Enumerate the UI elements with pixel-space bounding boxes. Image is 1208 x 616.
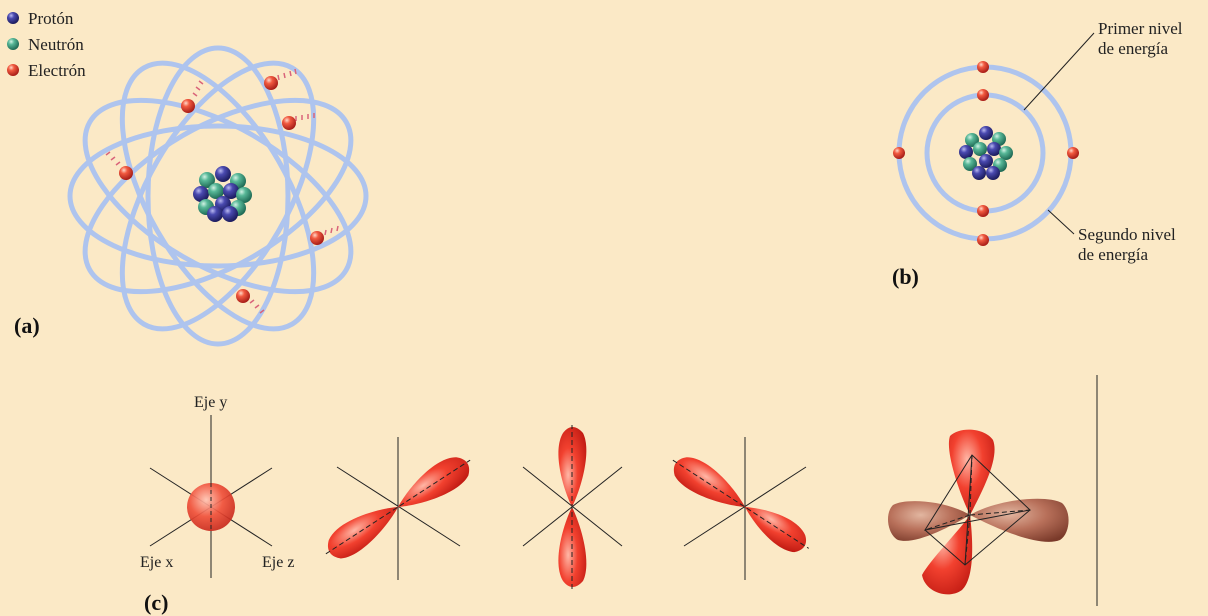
p-lobe-negative	[327, 507, 398, 559]
first-level-pointer	[1023, 32, 1095, 111]
electron	[977, 89, 989, 101]
electron	[1067, 147, 1079, 159]
electron	[236, 289, 265, 314]
orbit-2	[82, 97, 354, 295]
panel-c-orbitals: Eje y Eje x Eje z	[140, 375, 1098, 615]
first-level-label-line2: de energía	[1098, 39, 1168, 58]
nucleus-b	[959, 126, 1013, 180]
electron	[282, 113, 315, 130]
proton	[222, 206, 238, 222]
p-lobe-positive	[745, 507, 807, 553]
p-lobe-positive	[398, 457, 470, 507]
second-level-pointer	[1047, 209, 1075, 235]
panel-b-bohr-model: Primer nivel de energía Segundo nivel de…	[892, 19, 1183, 289]
neutron	[999, 146, 1013, 160]
p-orbital-x	[325, 437, 471, 580]
s-orbital: Eje y Eje x Eje z	[140, 394, 294, 578]
proton	[959, 145, 973, 159]
neutron	[965, 133, 979, 147]
panel-c-label: (c)	[144, 590, 168, 615]
proton	[223, 183, 239, 199]
z-axis-label: Eje z	[262, 554, 294, 571]
electron	[977, 234, 989, 246]
legend-electron-label: Electrón	[28, 61, 86, 80]
neutron	[236, 187, 252, 203]
orbit-6	[82, 97, 354, 295]
neutron	[199, 172, 215, 188]
proton	[979, 126, 993, 140]
orbit-5	[119, 60, 317, 332]
sp3-hybrid-orbitals	[887, 429, 1069, 595]
neutron	[963, 157, 977, 171]
first-level-label-line1: Primer nivel	[1098, 19, 1183, 38]
p-orbital-z	[672, 437, 810, 580]
legend-neutron: Neutrón	[7, 35, 84, 54]
x-axis-label: Eje x	[140, 554, 173, 571]
panel-b-label: (b)	[892, 264, 919, 289]
second-level-label-line2: de energía	[1078, 245, 1148, 264]
proton	[987, 142, 1001, 156]
proton	[979, 154, 993, 168]
electron	[181, 80, 204, 113]
electron	[105, 151, 133, 180]
p-orbital-y	[522, 425, 623, 589]
panel-a-label: (a)	[14, 313, 40, 338]
proton-swatch	[7, 12, 19, 24]
p-lobe-negative	[673, 457, 745, 507]
proton	[986, 166, 1000, 180]
electron-swatch	[7, 64, 19, 76]
legend-proton-label: Protón	[28, 9, 74, 28]
y-axis-label: Eje y	[194, 394, 227, 411]
orbit-4	[145, 45, 291, 347]
neutron	[208, 183, 224, 199]
second-level-label-line1: Segundo nivel	[1078, 225, 1176, 244]
electron	[977, 205, 989, 217]
proton	[972, 166, 986, 180]
tetrahedron-axes	[924, 454, 1031, 566]
electron	[977, 61, 989, 73]
orbits	[67, 45, 369, 347]
hybrid-lobe-right	[970, 498, 1069, 542]
neutron-swatch	[7, 38, 19, 50]
orbit-3	[119, 60, 317, 332]
hybrid-lobe-left	[887, 501, 970, 541]
proton	[215, 166, 231, 182]
neutron	[973, 142, 987, 156]
panel-a-atom: (a)	[14, 45, 369, 347]
electron	[310, 225, 339, 245]
proton	[193, 186, 209, 202]
nucleus-a	[193, 166, 252, 222]
electrons-a	[105, 68, 339, 314]
legend-electron: Electrón	[7, 61, 86, 80]
legend: Protón Neutrón Electrón	[7, 9, 86, 80]
orbit-1	[67, 123, 369, 269]
proton	[207, 206, 223, 222]
electron	[893, 147, 905, 159]
electron	[264, 68, 297, 90]
legend-neutron-label: Neutrón	[28, 35, 84, 54]
hybrid-lobe-bottom	[922, 515, 973, 595]
electrons-b	[893, 61, 1079, 246]
legend-proton: Protón	[7, 9, 74, 28]
